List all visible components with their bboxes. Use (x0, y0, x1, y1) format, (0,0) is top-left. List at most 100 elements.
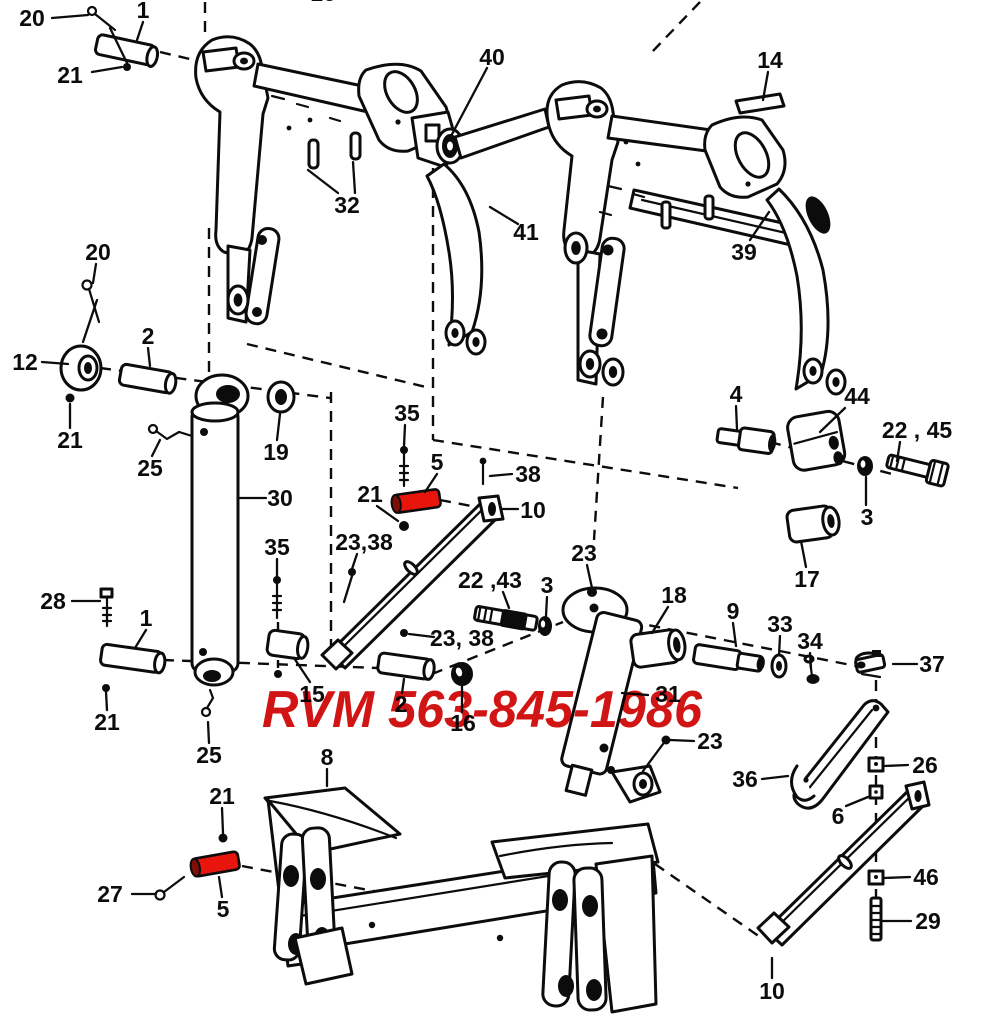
callout-label: 20 (19, 5, 45, 31)
grease-23-top-dot (587, 587, 597, 597)
callout-label: 22 ,43 (458, 567, 522, 593)
cross-member-drawing (453, 107, 551, 160)
axis-dash-line (611, 616, 857, 668)
leader-line (50, 13, 90, 20)
leader-line (150, 438, 162, 458)
leader-line (448, 66, 489, 140)
callout-label: 29 (915, 908, 941, 934)
callout-label: 36 (732, 766, 758, 792)
nut-26-drawing (867, 756, 885, 773)
callout-label: 23 (697, 728, 723, 754)
quick-attach-frame-drawing (263, 786, 660, 1014)
leader-line (350, 552, 359, 571)
callout-label: 44 (844, 383, 870, 409)
axis-dash-line (651, 1, 701, 53)
bushing-15-drawing (265, 628, 310, 661)
screw-38-drawing (479, 457, 487, 486)
pin-21-center-dot (399, 521, 409, 531)
callout-label: 21 (209, 783, 235, 809)
bolt-23-38-lower-dot (400, 629, 408, 637)
grease-23-bottom-dot (661, 735, 671, 745)
rear-tube-10-drawing (756, 780, 931, 947)
leader-line (402, 423, 407, 448)
callout-label: 8 (321, 744, 334, 770)
leader-line (104, 690, 109, 712)
callout-label: 41 (513, 219, 539, 245)
pin-4-drawing (715, 426, 777, 455)
leader-line (650, 605, 670, 635)
leader-line (375, 504, 400, 523)
leader-line (488, 205, 520, 226)
callout-label: 35 (264, 534, 290, 560)
callout-label: 5 (217, 896, 230, 922)
callout-label: 25 (196, 742, 222, 768)
callout-label: 12 (12, 349, 38, 375)
pin-21-top-dot (123, 63, 131, 71)
bushing-block-44-drawing (786, 409, 847, 472)
callout-label: 14 (757, 47, 783, 73)
highlighted-pin-5-upper (390, 488, 442, 514)
leader-line (90, 65, 124, 74)
clamp-37-drawing (854, 650, 887, 679)
callout-label: 39 (731, 239, 757, 265)
pin-1-lower-drawing (99, 642, 167, 675)
leader-line (882, 875, 912, 880)
nut-6-drawing (868, 784, 884, 800)
pin-21-dot (65, 393, 75, 403)
callout-label: 28 (40, 588, 66, 614)
leader-line (146, 346, 152, 368)
tilt-cylinder-drawing (560, 586, 662, 804)
leader-line (882, 763, 910, 768)
leader-line (544, 595, 549, 618)
leader-line (488, 472, 514, 478)
callout-label: 21 (57, 427, 83, 453)
callout-label: 20 (85, 239, 111, 265)
nut-46-drawing (867, 869, 885, 886)
bushing-19-drawing (266, 380, 296, 414)
washer-33-drawing (770, 653, 788, 679)
callout-label: 16 (450, 710, 476, 736)
callout-label: 32 (334, 192, 360, 218)
callout-label: 16 (310, 0, 336, 6)
bolt-34-drawing (803, 654, 820, 684)
highlighted-pin-5-lower (189, 850, 241, 878)
leader-line (91, 262, 98, 285)
leader-line (133, 628, 148, 650)
callout-label: 18 (661, 582, 687, 608)
bolt-35-drawing (398, 446, 410, 488)
leader-line (423, 472, 439, 494)
axis-dash-line (592, 396, 605, 541)
callout-label: 1 (137, 0, 150, 23)
leader-line (620, 691, 650, 697)
leader-line (760, 774, 790, 781)
leader-line (734, 404, 739, 431)
callout-label: 4 (730, 381, 743, 407)
callout-label: 2 (395, 691, 408, 717)
leader-line (895, 440, 902, 463)
leader-line (81, 298, 99, 344)
grease-fitting-25-drawing (147, 423, 194, 441)
grease-fitting-25-lower-drawing (200, 688, 215, 718)
bolt-23-38-upper-dot (348, 568, 356, 576)
bolt-28-drawing (99, 587, 114, 628)
leader-line (220, 806, 225, 835)
callout-label: 23,38 (335, 529, 393, 555)
leader-line (731, 621, 738, 648)
leader-line (501, 590, 511, 610)
leader-line (818, 406, 847, 434)
callout-label: 19 (263, 439, 289, 465)
bolt-22-45-drawing (885, 453, 950, 488)
cotter-pin-27-drawing (154, 875, 186, 901)
callout-label: 23 (571, 540, 597, 566)
leader-line (407, 632, 436, 639)
bolt-22-43-drawing (473, 605, 539, 632)
callout-label: 33 (767, 611, 793, 637)
washer-3-center-drawing (538, 616, 552, 636)
artwork-layer (59, 5, 950, 1014)
leader-line (217, 875, 224, 899)
pin-21-lower-dot (102, 684, 110, 692)
leader-line (108, 26, 129, 65)
callout-label: 10 (759, 978, 785, 1004)
callout-label: 9 (727, 598, 740, 624)
